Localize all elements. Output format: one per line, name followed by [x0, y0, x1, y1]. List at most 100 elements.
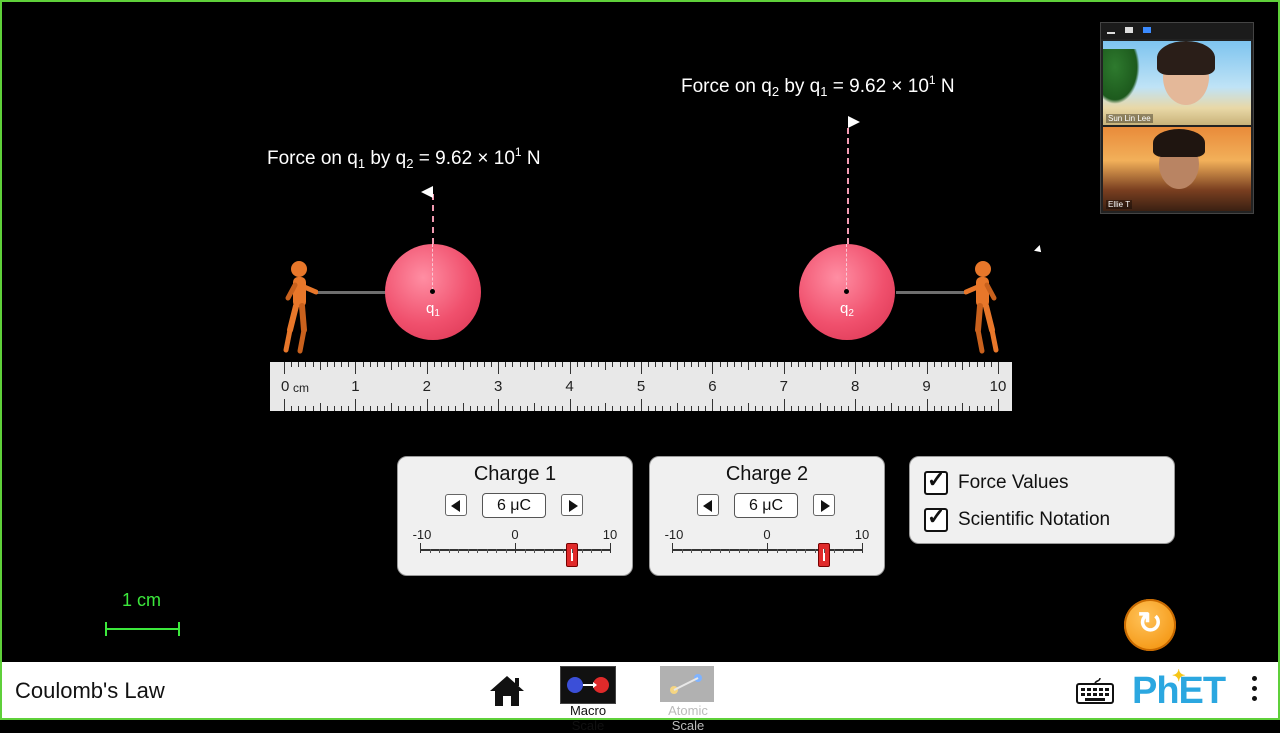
ruler-tick	[519, 406, 521, 411]
ruler-tick	[719, 406, 721, 411]
ruler-tick	[726, 362, 728, 367]
ruler-tick	[869, 362, 871, 367]
video-tile-2: Ellie T	[1103, 127, 1251, 211]
ruler-tick	[948, 406, 950, 411]
slider-minor-tick	[776, 549, 778, 553]
ruler-tick	[783, 362, 785, 374]
ruler-tick	[533, 362, 535, 370]
ruler-tick	[669, 406, 671, 411]
ruler-tick	[441, 406, 443, 411]
atomic-scale-screen-button[interactable]: Atomic Scale	[652, 664, 724, 733]
minimize-icon[interactable]	[1107, 32, 1115, 34]
force-values-label: Force Values	[958, 472, 1069, 493]
ruler-tick	[740, 362, 742, 367]
ruler-tick	[469, 406, 471, 411]
slider-minor-tick	[719, 549, 721, 553]
keyboard-icon[interactable]	[1076, 678, 1114, 704]
ruler-tick	[562, 362, 564, 367]
charge-2-slider-thumb[interactable]	[818, 543, 830, 567]
ruler-tick	[955, 362, 957, 367]
ruler-tick	[962, 403, 964, 411]
ruler-tick	[769, 362, 771, 367]
charge-1-panel: Charge 1 6 μC -10 0 10	[397, 456, 633, 576]
ruler-tick	[512, 362, 514, 367]
ruler-tick	[312, 406, 314, 411]
ruler-tick	[526, 362, 528, 367]
charge-2-decrement-button[interactable]	[697, 494, 719, 516]
ruler-tick	[655, 406, 657, 411]
phet-logo[interactable]: PhET✦	[1132, 668, 1226, 712]
ruler-tick	[983, 362, 985, 367]
grid-icon[interactable]	[1125, 27, 1133, 33]
ruler-tick	[291, 406, 293, 411]
ruler-tick	[905, 362, 907, 367]
charge-1-increment-button[interactable]	[561, 494, 583, 516]
ruler-tick	[662, 406, 664, 411]
ruler-tick	[626, 362, 628, 367]
slider-minor-tick	[448, 549, 450, 553]
home-icon[interactable]	[488, 674, 526, 708]
slider-minor-tick	[700, 549, 702, 553]
puller-right-figure[interactable]	[964, 258, 1002, 356]
ruler-tick	[976, 362, 978, 367]
charge-2-increment-button[interactable]	[813, 494, 835, 516]
slider-minor-tick	[553, 549, 554, 553]
ruler-tick	[491, 362, 493, 367]
ruler-tick	[284, 399, 285, 411]
force-arrow-q2	[847, 128, 849, 244]
ruler-tick	[598, 362, 600, 367]
video-conference-panel: Sun Lin Lee Ellie T	[1100, 22, 1254, 214]
charge-1-decrement-button[interactable]	[445, 494, 467, 516]
puller-left-figure[interactable]	[280, 258, 318, 356]
ruler-number: 2	[422, 378, 431, 395]
ruler-tick	[919, 362, 921, 367]
ruler-tick	[476, 362, 478, 367]
slider-minor-tick	[534, 549, 535, 553]
ruler-tick	[612, 362, 614, 367]
charge-q1[interactable]: q1	[385, 244, 481, 340]
ruler-tick	[341, 406, 343, 411]
ruler-tick	[505, 406, 507, 411]
charge-1-min-label: -10	[412, 527, 432, 542]
ruler-tick	[455, 362, 457, 367]
ruler-tick	[312, 362, 314, 367]
ruler-tick	[605, 403, 607, 411]
slider-minor-tick	[805, 549, 806, 553]
slider-minor-tick	[691, 549, 692, 553]
participant-2-name: Ellie T	[1106, 200, 1133, 209]
ruler-tick	[383, 406, 385, 411]
ruler-tick	[712, 399, 714, 411]
atomic-scale-label: Atomic Scale	[668, 703, 708, 733]
scientific-notation-checkbox[interactable]: ✓	[924, 504, 948, 532]
right-arrow-icon	[569, 500, 578, 512]
charge-q2[interactable]: q2	[799, 244, 895, 340]
option-force-values[interactable]: ✓ Force Values	[924, 468, 1069, 496]
ruler-tick	[726, 406, 728, 411]
option-scientific-notation[interactable]: ✓ Scientific Notation	[924, 504, 1110, 533]
charge-1-slider-thumb[interactable]	[566, 543, 578, 567]
ruler-tick	[591, 406, 593, 411]
ruler-tick	[319, 403, 321, 411]
macro-scale-screen-button[interactable]: Macro Scale	[552, 664, 624, 733]
checkmark-icon: ✓	[927, 504, 946, 529]
slider-minor-tick	[439, 549, 440, 553]
slider-minor-tick	[505, 549, 507, 553]
ruler-tick	[905, 406, 907, 411]
left-arrow-icon	[703, 500, 712, 512]
ruler-tick	[762, 362, 764, 367]
ruler-tick	[805, 362, 807, 367]
list-icon[interactable]	[1143, 27, 1151, 33]
ruler-tick	[633, 406, 635, 411]
ruler-tick	[826, 362, 828, 367]
slider-minor-tick	[824, 549, 825, 553]
ruler-tick	[483, 362, 485, 367]
ruler-tick	[541, 362, 543, 367]
slider-minor-tick	[581, 549, 583, 553]
ruler-tick	[341, 362, 343, 367]
force-values-checkbox[interactable]: ✓	[924, 468, 948, 495]
menu-icon[interactable]	[1252, 676, 1258, 706]
ruler-tick	[505, 362, 507, 367]
ruler-tick	[683, 362, 685, 367]
reset-all-button[interactable]: ↻	[1124, 599, 1176, 651]
